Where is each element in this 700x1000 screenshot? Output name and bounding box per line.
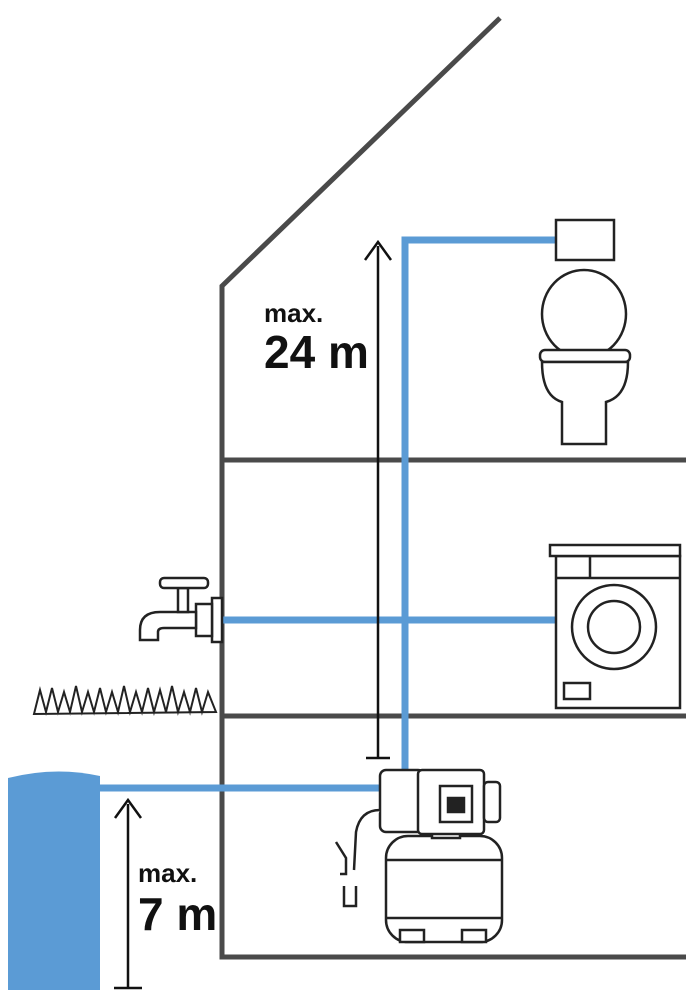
toilet-icon xyxy=(538,218,632,446)
height-arrow-upper xyxy=(363,239,393,760)
height-arrow-lower xyxy=(113,797,143,990)
tap-icon xyxy=(138,576,224,644)
water-source xyxy=(8,771,100,990)
label-lower-max: max. xyxy=(138,858,197,888)
label-upper-max: max. xyxy=(264,298,323,328)
pipe-network xyxy=(100,236,558,792)
washing-machine-icon xyxy=(548,543,682,710)
label-upper-height: 24 m xyxy=(264,326,369,378)
pump-icon xyxy=(334,768,504,944)
riser-pipe xyxy=(401,236,558,770)
grass-icon xyxy=(32,685,218,716)
label-lower-height: 7 m xyxy=(138,888,217,940)
